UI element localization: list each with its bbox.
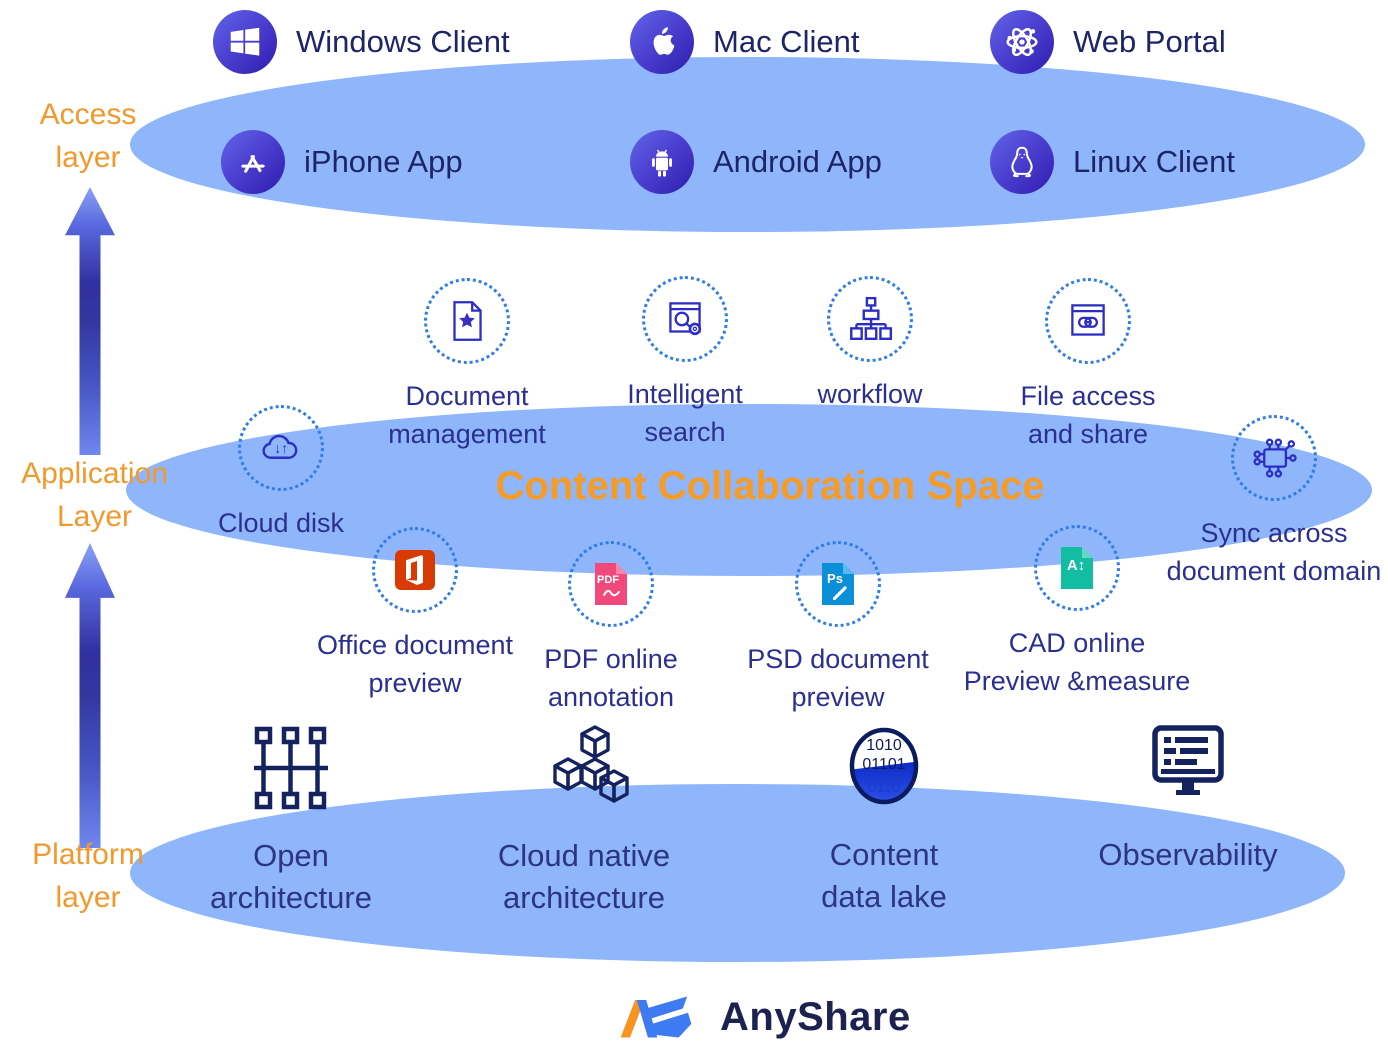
anyshare-logo-text: AnyShare [720, 994, 911, 1039]
application-layer-label: Application Layer [21, 457, 168, 533]
up-arrow-platform-to-application [65, 187, 115, 455]
open-architecture-icon [141, 723, 441, 813]
feature-workflow: workflow [740, 276, 1000, 413]
platform-layer-ellipse [130, 784, 1345, 962]
cloud-arrows-glyph: ↓↑ [274, 440, 288, 456]
android-icon [630, 130, 694, 194]
access-item-android: Android App [630, 130, 882, 194]
atom-icon [990, 10, 1054, 74]
access-item-label: Web Portal [1073, 24, 1226, 59]
content-collaboration-space-title: Content Collaboration Space [495, 464, 1045, 508]
anyshare-logo-mark [620, 996, 692, 1038]
access-layer-ellipse [130, 57, 1365, 232]
access-item-iphone: iPhone App [221, 130, 463, 194]
binary-line-1: 1010 [866, 737, 902, 754]
windows-icon [213, 10, 277, 74]
access-layer-label: Access layer [39, 98, 137, 174]
platform-open-architecture: Open architecture [141, 723, 441, 919]
monitor-logs-icon [1038, 722, 1338, 812]
anyshare-logo: AnyShare [612, 988, 911, 1046]
feature-label: File access and share [1020, 381, 1156, 449]
access-item-label: Mac Client [713, 24, 860, 59]
feature-office-preview: Office document preview [285, 527, 545, 702]
cad-badge-text: A↕ [1067, 557, 1085, 574]
feature-label: CAD online Preview &measure [963, 628, 1191, 696]
access-item-windows: Windows Client [213, 10, 510, 74]
binary-line-2: 01101 [862, 756, 905, 773]
psd-icon: Ps [795, 541, 881, 627]
feature-document-management: Document management [337, 278, 597, 453]
feature-label: PSD document preview [747, 644, 929, 712]
feature-label: workflow [817, 379, 923, 409]
access-item-label: Android App [713, 144, 882, 179]
office-icon [372, 527, 458, 613]
document-management-icon [424, 278, 510, 364]
app-store-icon [221, 130, 285, 194]
feature-label: PDF online annotation [544, 644, 678, 712]
feature-label: Office document preview [316, 630, 514, 698]
access-item-linux: Linux Client [990, 130, 1235, 194]
platform-item-label: Open architecture [210, 838, 372, 915]
platform-item-label: Content data lake [821, 837, 947, 914]
access-item-label: iPhone App [304, 144, 463, 179]
feature-pdf-annotation: PDF PDF online annotation [481, 541, 741, 716]
access-item-label: Linux Client [1073, 144, 1235, 179]
data-lake-icon: 0110 1010 01101 [734, 722, 1034, 812]
platform-observability: Observability [1038, 722, 1338, 876]
feature-psd-preview: Ps PSD document preview [708, 541, 968, 716]
feature-label: Intelligent search [627, 379, 743, 447]
psd-badge-text: Ps [827, 571, 843, 586]
feature-cloud-disk: ↓↑ Cloud disk [151, 405, 411, 542]
cad-icon: A↕ [1034, 525, 1120, 611]
apple-icon [630, 10, 694, 74]
cubes-icon [434, 723, 734, 813]
binary-line-3: 0110 [868, 779, 900, 796]
file-link-icon [1045, 278, 1131, 364]
access-item-label: Windows Client [296, 24, 510, 59]
feature-sync-across-domain: Sync across document domain [1144, 415, 1388, 590]
access-item-web: Web Portal [990, 10, 1226, 74]
feature-intelligent-search: Intelligent search [555, 276, 815, 451]
platform-item-label: Cloud native architecture [497, 838, 671, 915]
up-arrow-to-platform [65, 543, 115, 848]
feature-label: Sync across document domain [1166, 518, 1382, 586]
feature-label: Document management [388, 381, 546, 449]
sync-network-icon [1231, 415, 1317, 501]
feature-cad-preview: A↕ CAD online Preview &measure [947, 525, 1207, 700]
feature-file-access-share: File access and share [958, 278, 1218, 453]
cloud-disk-icon: ↓↑ [238, 405, 324, 491]
intelligent-search-icon [642, 276, 728, 362]
access-item-mac: Mac Client [630, 10, 859, 74]
pdf-badge-text: PDF [597, 574, 619, 586]
platform-item-label: Observability [1098, 837, 1278, 872]
workflow-icon [827, 276, 913, 362]
platform-cloud-native: Cloud native architecture [434, 723, 734, 919]
platform-content-data-lake: 0110 1010 01101 Content data lake [734, 722, 1034, 918]
pdf-icon: PDF [568, 541, 654, 627]
feature-label: Cloud disk [217, 508, 345, 538]
platform-layer-label: Platform layer [32, 838, 144, 914]
linux-penguin-icon [990, 130, 1054, 194]
application-layer-ellipse [126, 404, 1372, 576]
